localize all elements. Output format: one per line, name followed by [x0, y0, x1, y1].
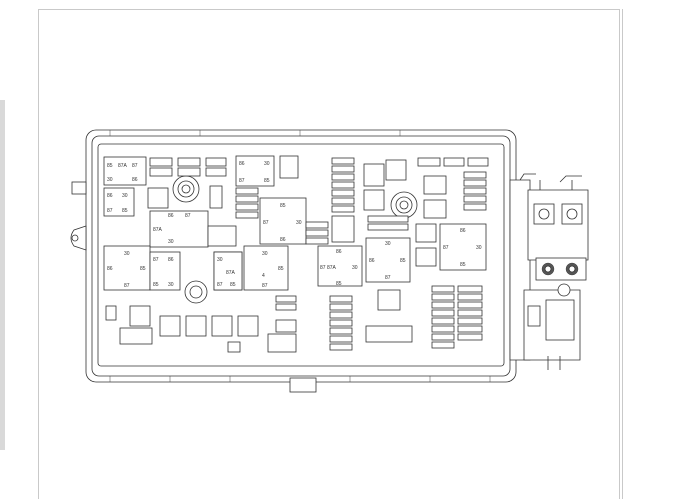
relay-r9: 30 85 87A 87: [213, 251, 243, 291]
relay-r4-pin-85: 85: [280, 203, 286, 209]
relay-r7-pin-85: 85: [153, 282, 159, 288]
relay-r5-pin-87: 87: [185, 213, 191, 219]
relay-r1: 85 87A 87 30 86: [103, 156, 147, 186]
relay-r12: 86 30 85 87: [365, 237, 411, 283]
relay-r13: 86 87 30 85: [439, 223, 487, 271]
relay-r10-pin-87: 87: [262, 283, 268, 289]
relay-r6-pin-87: 87: [124, 283, 130, 289]
fuse-column-center: [331, 157, 409, 243]
left-clip: [71, 181, 87, 195]
fuse-column-lower-right: [431, 285, 483, 349]
relay-r4: 85 87 30 86: [259, 197, 307, 245]
relay-r13-pin-86: 86: [460, 228, 466, 234]
relay-r4-pin-30: 30: [296, 220, 302, 226]
relay-r6-pin-30: 30: [124, 251, 130, 257]
relay-r1-pin-30: 30: [107, 177, 113, 183]
relay-r10-pin-85: 85: [278, 266, 284, 272]
relay-r11-pin-87: 87: [320, 265, 326, 271]
relay-r6: 30 86 85 87: [103, 245, 151, 291]
relay-r2-pin-30: 30: [122, 193, 128, 199]
page-right-edge: [622, 9, 623, 499]
relay-r10-pin-30: 30: [262, 251, 268, 257]
relay-r3-pin-85: 85: [264, 178, 270, 184]
left-mount-hole: [71, 234, 79, 242]
left-mount-ear: [70, 225, 87, 251]
relay-r12-pin-85: 85: [400, 258, 406, 264]
relay-r5: 87A 86 87 30: [149, 210, 209, 248]
fuse-column-left-center: [207, 187, 329, 247]
relay-r10-pin-4: 4: [262, 273, 265, 279]
relay-r7-pin-86: 86: [168, 257, 174, 263]
relay-r3-pin-30: 30: [264, 161, 270, 167]
relay-r9-pin-30: 30: [217, 257, 223, 263]
relay-r13-pin-30: 30: [476, 245, 482, 251]
relay-r6-pin-86: 86: [107, 266, 113, 272]
relay-r11: 87 87A 30 86 85: [317, 245, 363, 287]
relay-r7-pin-87: 87: [153, 257, 159, 263]
relay-r7-pin-30: 30: [168, 282, 174, 288]
relay-r2: 86 30 87 85: [103, 187, 135, 217]
fuse-row-bottom: [105, 295, 297, 353]
relay-r5-pin-86: 86: [168, 213, 174, 219]
bolt-left: [172, 175, 200, 203]
relay-r9-pin-87: 87: [217, 282, 223, 288]
relay-r4-pin-86: 86: [280, 237, 286, 243]
bottom-tab: [289, 377, 317, 393]
relay-r3-pin-87: 87: [239, 178, 245, 184]
housing-tray: [97, 143, 505, 367]
relay-r1-pin-86: 86: [132, 177, 138, 183]
fuse-column-lower-center: [329, 289, 413, 351]
fuse-column-right: [415, 157, 489, 267]
relay-r1-pin-87a: 87A: [118, 163, 128, 169]
relay-r13-pin-87: 87: [443, 245, 449, 251]
fuse-cluster-top-mid: [147, 155, 299, 209]
relay-r9-pin-87a: 87A: [226, 270, 236, 276]
bolt-bottom: [184, 280, 208, 304]
relay-r13-pin-85: 85: [460, 262, 466, 268]
relay-r2-pin-86: 86: [107, 193, 113, 199]
relay-r6-pin-85: 85: [140, 266, 146, 272]
right-terminal-block: [509, 173, 589, 370]
relay-r3-pin-86: 86: [239, 161, 245, 167]
relay-r2-pin-87: 87: [107, 208, 113, 214]
relay-r11-pin-30: 30: [352, 265, 358, 271]
housing-top-lip: [109, 130, 401, 136]
relay-r2-pin-85: 85: [122, 208, 128, 214]
relay-r11-pin-87a: 87A: [327, 265, 337, 271]
relay-r11-pin-85: 85: [336, 281, 342, 287]
viewer-left-edge: [0, 100, 5, 450]
bolt-right: [390, 191, 418, 219]
relay-r12-pin-87: 87: [385, 275, 391, 281]
relay-r9-pin-85: 85: [230, 282, 236, 288]
relay-r10: 30 87 85 4: [243, 245, 289, 291]
relay-r12-pin-86: 86: [369, 258, 375, 264]
relay-r1-pin-87: 87: [132, 163, 138, 169]
bottom-ribs: [109, 376, 491, 382]
relay-r11-pin-86: 86: [336, 249, 342, 255]
relay-r1-pin-85: 85: [107, 163, 113, 169]
relay-r3: 86 30 87 85: [235, 155, 275, 187]
relay-r5-pin-87a: 87A: [153, 227, 163, 233]
relay-r5-pin-30: 30: [168, 239, 174, 245]
relay-r12-pin-30: 30: [385, 241, 391, 247]
relay-r4-pin-87: 87: [263, 220, 269, 226]
relay-r7: 87 86 85 30: [149, 251, 181, 291]
